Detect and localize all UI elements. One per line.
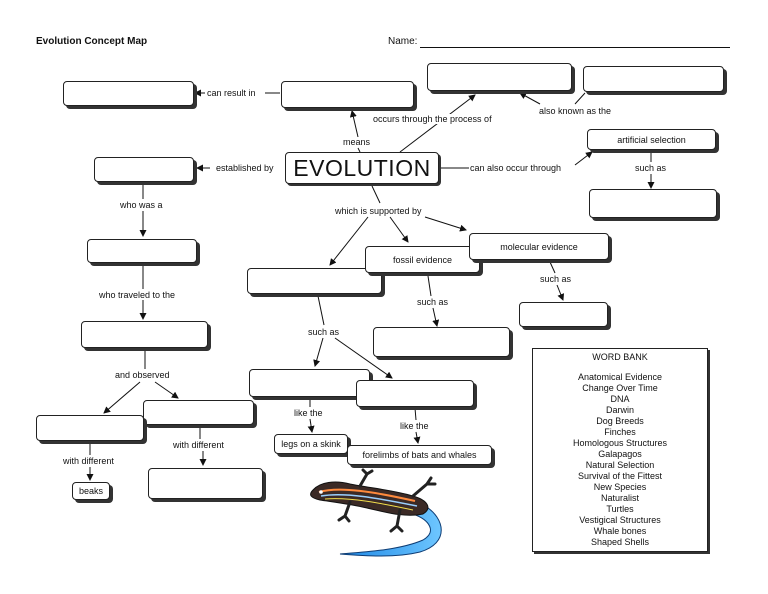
blank-box[interactable] <box>148 468 263 499</box>
blank-box[interactable] <box>143 400 254 425</box>
word-bank-item: Change Over Time <box>582 383 658 393</box>
word-bank-item: DNA <box>610 394 630 404</box>
link-established-by: established by <box>215 163 275 173</box>
link-with-different-2: with different <box>172 440 225 450</box>
blank-box[interactable] <box>281 81 414 108</box>
blank-box[interactable] <box>356 380 474 407</box>
blank-box[interactable] <box>247 268 382 294</box>
blank-box[interactable] <box>583 66 724 92</box>
molecular-evidence-box: molecular evidence <box>469 233 609 260</box>
word-bank-item: Darwin <box>605 405 634 415</box>
name-line <box>420 47 730 48</box>
lizard-illustration <box>310 468 442 557</box>
blank-box[interactable] <box>81 321 208 348</box>
blank-box[interactable] <box>63 81 194 106</box>
link-can-also-occur: can also occur through <box>469 163 563 173</box>
link-like-the-1: like the <box>293 408 324 418</box>
blank-box[interactable] <box>589 189 717 218</box>
page-title: Evolution Concept Map <box>36 36 148 47</box>
link-can-result-in: can result in <box>206 88 257 98</box>
word-bank-item: Anatomical Evidence <box>577 372 663 382</box>
word-bank-item: Vestigical Structures <box>579 515 661 525</box>
link-such-as-molecular: such as <box>539 274 573 284</box>
word-bank-item: Naturalist <box>600 493 639 503</box>
link-with-different-1: with different <box>62 456 115 466</box>
link-who-was: who was a <box>119 200 164 210</box>
link-means: means <box>342 137 372 147</box>
word-bank: WORD BANK Anatomical Evidence Change Ove… <box>532 348 708 552</box>
blank-box[interactable] <box>519 302 608 327</box>
word-bank-item: Shaped Shells <box>590 537 650 547</box>
word-bank-item: Turtles <box>606 504 634 514</box>
link-supported-by: which is supported by <box>334 206 423 216</box>
forelimbs-box: forelimbs of bats and whales <box>347 445 492 465</box>
artificial-selection-box: artificial selection <box>587 129 716 150</box>
blank-box[interactable] <box>249 369 370 397</box>
link-like-the-2: like the <box>399 421 430 431</box>
link-such-as-fossil: such as <box>416 297 450 307</box>
word-bank-item: Survival of the Fittest <box>577 471 663 481</box>
word-bank-item: Finches <box>604 427 636 437</box>
word-bank-item: New Species <box>593 482 647 492</box>
word-bank-item: Galapagos <box>598 449 642 459</box>
word-bank-item: Dog Breeds <box>596 416 644 426</box>
link-traveled-to: who traveled to the <box>98 290 177 300</box>
link-observed: and observed <box>114 370 171 380</box>
blank-box[interactable] <box>36 415 144 441</box>
beaks-box: beaks <box>72 482 110 500</box>
link-occurs-through: occurs through the process of <box>372 114 493 124</box>
blank-box[interactable] <box>87 239 197 263</box>
blank-box[interactable] <box>94 157 194 182</box>
legs-on-skink-box: legs on a skink <box>274 434 348 454</box>
fossil-evidence-box: fossil evidence <box>365 246 480 273</box>
link-such-as-anatomical: such as <box>307 327 341 337</box>
name-label: Name: <box>388 36 418 47</box>
word-bank-item: Homologous Structures <box>572 438 668 448</box>
blank-box[interactable] <box>373 327 510 357</box>
link-also-known-as: also known as the <box>538 106 613 116</box>
word-bank-item: Whale bones <box>593 526 647 536</box>
word-bank-item: Natural Selection <box>585 460 655 470</box>
word-bank-title: WORD BANK <box>592 352 648 362</box>
evolution-center-node: EVOLUTION <box>285 152 439 184</box>
link-such-as-artificial: such as <box>634 163 668 173</box>
blank-box[interactable] <box>427 63 572 91</box>
